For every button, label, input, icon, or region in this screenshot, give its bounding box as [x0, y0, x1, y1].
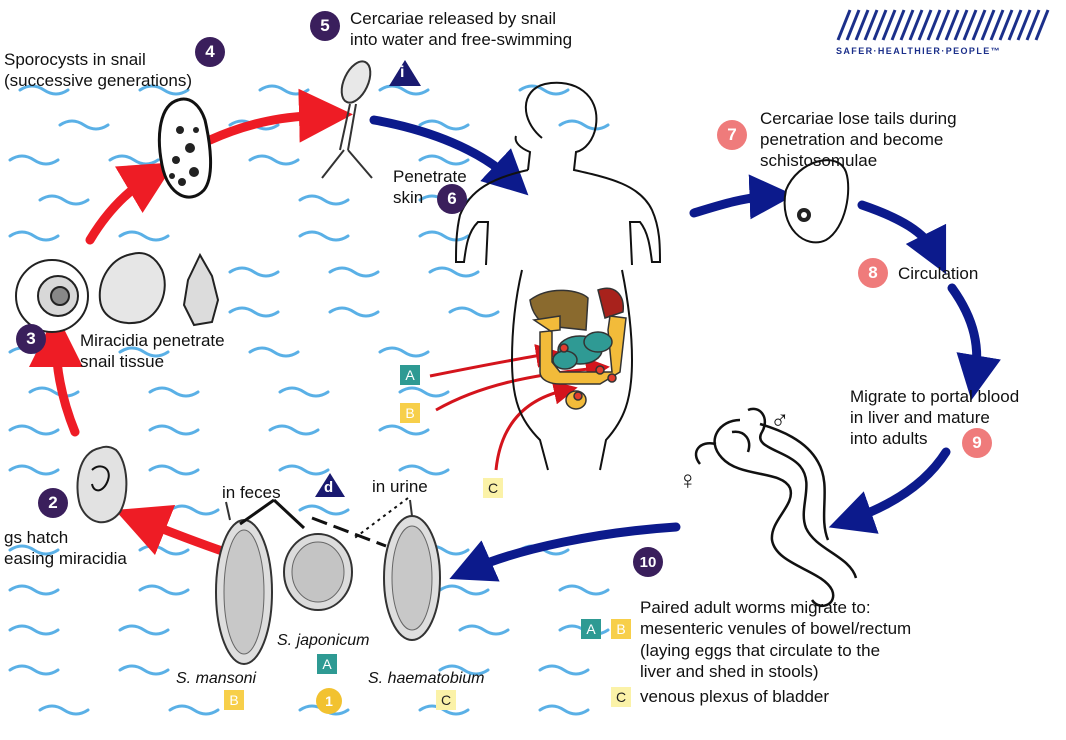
wave-stroke: [10, 586, 58, 594]
step-7-badge: 7: [717, 120, 747, 150]
step-10-bladder-line: venous plexus of bladder: [640, 686, 1060, 707]
wave-stroke: [400, 466, 448, 474]
step-10-badge: 10: [633, 547, 663, 577]
step-1-badge: 1: [316, 688, 342, 714]
wave-stroke: [120, 232, 168, 240]
wave-stroke: [170, 506, 218, 514]
male-symbol: ♂: [770, 410, 790, 431]
tag-b-step10: B: [611, 619, 631, 639]
step-10-paren-line: (laying eggs that circulate to the liver…: [640, 640, 1060, 682]
schistosomulum: [785, 160, 849, 242]
wave-stroke: [540, 666, 588, 674]
step-7-label: Cercariae lose tails during penetration …: [760, 108, 1050, 171]
female-symbol: ♀: [678, 470, 698, 491]
adult-worms: [696, 409, 856, 606]
wave-stroke: [230, 308, 278, 316]
wave-stroke: [420, 156, 468, 164]
wave-stroke: [120, 666, 168, 674]
wave-stroke: [40, 196, 88, 204]
step-5-badge: 5: [310, 11, 340, 41]
wave-stroke: [10, 666, 58, 674]
wave-stroke: [300, 506, 348, 514]
in-urine-label: in urine: [372, 476, 428, 497]
tag-a-japonicum: A: [317, 654, 337, 674]
wave-stroke: [520, 86, 568, 94]
cdc-logo-stripes: [838, 10, 1048, 40]
wave-stroke: [40, 706, 88, 714]
in-feces-label: in feces: [222, 482, 281, 503]
wave-stroke: [60, 121, 108, 129]
wave-stroke: [540, 706, 588, 714]
step-9-badge: 9: [962, 428, 992, 458]
step-10-bowel-line: mesenteric venules of bowel/rectum: [640, 618, 1060, 639]
wave-stroke: [560, 586, 608, 594]
wave-stroke: [30, 388, 78, 396]
step-9-label: Migrate to portal blood in liver and mat…: [850, 386, 1065, 449]
wave-stroke: [10, 232, 58, 240]
wave-stroke: [450, 308, 498, 316]
step-2-badge: 2: [38, 488, 68, 518]
tag-c-step10: C: [611, 687, 631, 707]
wave-stroke: [460, 626, 508, 634]
step-8-label: Circulation: [898, 263, 1018, 284]
sporocyst: [159, 99, 210, 197]
step-4-badge: 4: [195, 37, 225, 67]
wave-stroke: [170, 706, 218, 714]
wave-stroke: [420, 232, 468, 240]
human-body: [456, 83, 660, 470]
wave-stroke: [260, 86, 308, 94]
wave-stroke: [10, 626, 58, 634]
cdc-tagline: SAFER·HEALTHIER·PEOPLE™: [836, 46, 1056, 56]
wave-stroke: [250, 156, 298, 164]
wave-stroke: [230, 268, 278, 276]
water-waves: [10, 86, 608, 714]
tag-b-organ: B: [400, 403, 420, 423]
wave-stroke: [150, 388, 198, 396]
wave-stroke: [280, 388, 328, 396]
info-marker-letter: i: [400, 62, 404, 83]
wave-stroke: [380, 426, 428, 434]
s-japonicum-label: S. japonicum: [277, 630, 370, 651]
wave-stroke: [150, 426, 198, 434]
step-6-badge: 6: [437, 184, 467, 214]
step-10-heading: Paired adult worms migrate to:: [640, 597, 1060, 618]
wave-stroke: [300, 232, 348, 240]
wave-stroke: [430, 268, 478, 276]
tag-c-haematobium: C: [436, 690, 456, 710]
miracidium: [77, 447, 126, 523]
wave-stroke: [300, 196, 348, 204]
step-2-label: gs hatch easing miracidia: [4, 527, 224, 569]
wave-stroke: [110, 156, 158, 164]
step-5-label: Cercariae released by snail into water a…: [350, 8, 640, 50]
marker-d-letter: d: [324, 477, 333, 498]
wave-stroke: [330, 268, 378, 276]
step-3-badge: 3: [16, 324, 46, 354]
snail-shells: [16, 253, 218, 332]
wave-stroke: [560, 121, 608, 129]
wave-stroke: [440, 586, 488, 594]
tag-a-step10: A: [581, 619, 601, 639]
s-mansoni-label: S. mansoni: [176, 668, 256, 689]
wave-stroke: [150, 466, 198, 474]
wave-stroke: [10, 156, 58, 164]
cercaria: [322, 57, 376, 178]
s-haematobium-label: S. haematobium: [368, 668, 485, 689]
wave-stroke: [400, 388, 448, 396]
tag-c-organ: C: [483, 478, 503, 498]
wave-stroke: [380, 348, 428, 356]
step-8-badge: 8: [858, 258, 888, 288]
internal-organs: [530, 288, 626, 409]
info-marker-icon: [387, 58, 423, 88]
tag-b-mansoni: B: [224, 690, 244, 710]
step-3-label: Miracidia penetrate snail tissue: [80, 330, 290, 372]
wave-stroke: [140, 586, 188, 594]
wave-stroke: [420, 121, 468, 129]
wave-stroke: [270, 426, 318, 434]
wave-stroke: [10, 426, 58, 434]
wave-stroke: [120, 626, 168, 634]
wave-stroke: [10, 466, 58, 474]
tag-a-organ: A: [400, 365, 420, 385]
wave-stroke: [330, 308, 378, 316]
